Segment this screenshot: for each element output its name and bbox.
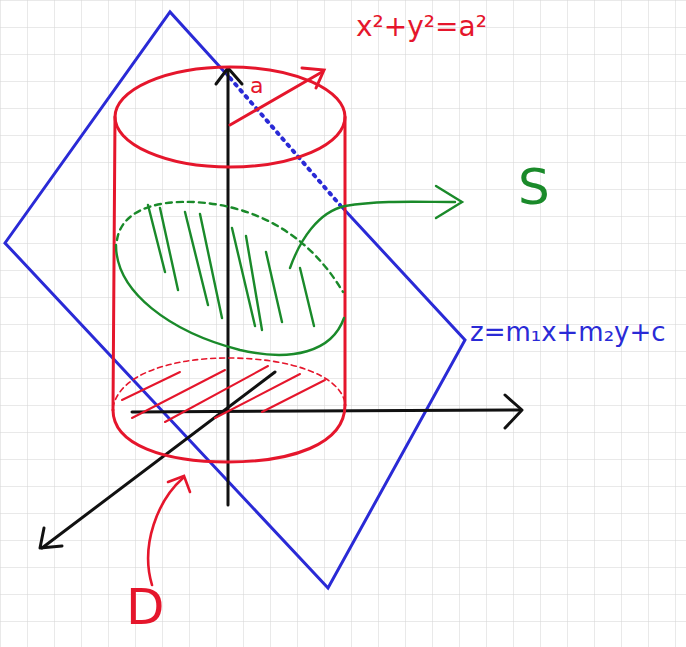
region-arrow	[148, 476, 190, 585]
radius-label-holder: a	[250, 74, 263, 98]
axes	[40, 68, 522, 548]
surface-label-holder: S	[518, 160, 550, 215]
circle-equation: x²+y²=a²	[356, 10, 487, 43]
region-hatching	[122, 366, 325, 422]
region-label: D	[126, 578, 165, 636]
circle-equation-holder: x²+y²=a²	[356, 12, 487, 43]
radius-label: a	[250, 73, 263, 98]
surface	[116, 186, 462, 355]
plane-equation: z=m₁x+m₂y+c	[470, 317, 666, 347]
plane-equation-holder: z=m₁x+m₂y+c	[470, 318, 666, 347]
surface-label: S	[518, 158, 550, 216]
plane	[5, 12, 465, 588]
region-label-holder: D	[126, 580, 165, 635]
cylinder	[113, 67, 345, 462]
